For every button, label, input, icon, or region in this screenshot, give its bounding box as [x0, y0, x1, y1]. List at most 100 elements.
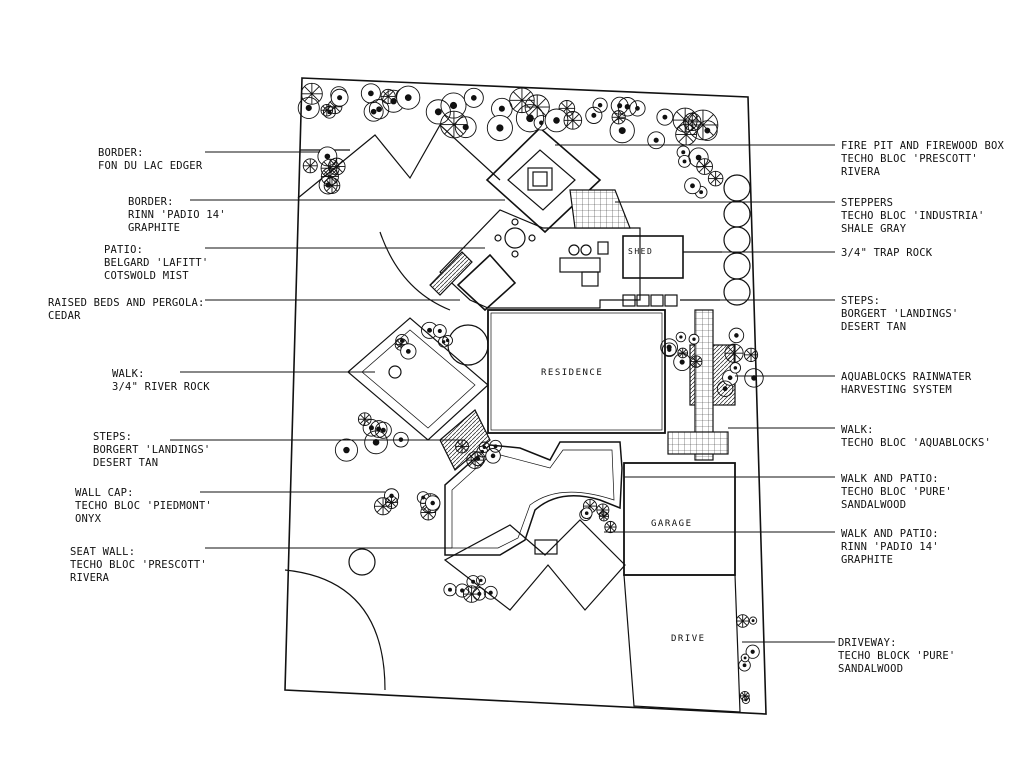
plant-branch — [692, 124, 704, 136]
trap-rock-stones — [723, 174, 751, 306]
plant-branch — [566, 102, 573, 109]
plant-branch — [331, 185, 338, 192]
plant-center — [427, 327, 432, 333]
callout-steppers: STEPPERS TECHO BLOC 'INDUSTRIA' SHALE GR… — [841, 197, 985, 235]
plant-branch — [322, 109, 328, 115]
callout-steps-left: STEPS: BORGERT 'LANDINGS' DESERT TAN — [93, 431, 211, 469]
callout-walk-aquablocks: WALK: TECHO BLOC 'AQUABLOCKS' — [841, 424, 991, 449]
callout-border-rinn: BORDER: RINN 'PADIO 14' GRAPHITE — [128, 196, 226, 234]
plant-branch — [376, 499, 384, 507]
plant-branch — [331, 179, 338, 186]
plant-symbol — [728, 327, 745, 344]
plant-center — [618, 127, 626, 135]
plant-symbol — [716, 380, 734, 397]
plant-branch — [750, 354, 757, 360]
plant-branch — [422, 506, 429, 513]
plant-branch — [304, 165, 311, 172]
plant-branch — [453, 114, 464, 125]
plant-branch — [613, 112, 620, 118]
plant-branch — [461, 446, 467, 452]
plant-center — [493, 444, 498, 449]
plant-symbol — [443, 583, 457, 597]
drive-label: DRIVE — [671, 634, 706, 644]
plant-branch — [465, 593, 472, 601]
plant-branch — [566, 120, 574, 127]
plant-branch — [329, 101, 336, 108]
plant-branch — [386, 497, 392, 503]
plant-center — [751, 619, 755, 623]
plant-branch — [682, 349, 687, 354]
plant-branch — [528, 106, 538, 116]
plant-branch — [329, 161, 337, 169]
plant-branch — [678, 126, 687, 135]
plant-center — [488, 590, 493, 595]
plant-branch — [691, 115, 699, 123]
plant-branch — [304, 160, 311, 167]
plant-symbol — [647, 131, 666, 150]
callout-walk-patio-pure: WALK AND PATIO: TECHO BLOC 'PURE' SANDAL… — [841, 473, 952, 511]
plant-symbol — [368, 99, 390, 120]
residence-footprint — [487, 309, 666, 434]
plant-branch — [326, 179, 333, 186]
plant-center — [441, 340, 446, 344]
plant-symbol — [662, 342, 677, 358]
patio-table — [504, 227, 526, 249]
plant-symbol — [364, 430, 388, 455]
plant-center — [475, 456, 481, 461]
plant-symbol — [744, 368, 764, 388]
callout-driveway: DRIVEWAY: TECHO BLOCK 'PURE' SANDALWOOD — [838, 637, 956, 675]
plant-branch — [387, 96, 394, 102]
plant-branch — [695, 361, 701, 366]
plant-branch — [704, 166, 711, 173]
plant-center — [470, 95, 477, 101]
plant-branch — [427, 512, 434, 519]
callout-fire-pit: FIRE PIT AND FIREWOOD BOX TECHO BLOC 'PR… — [841, 140, 1005, 178]
plant-symbol — [515, 104, 545, 133]
plant-branch — [560, 102, 568, 109]
plant-symbol — [629, 100, 646, 117]
plant-branch — [326, 185, 333, 192]
plant-branch — [733, 352, 741, 360]
plant-branch — [457, 441, 463, 447]
plant-center — [490, 453, 496, 459]
plant-center — [376, 106, 382, 113]
plant-center — [434, 108, 442, 116]
pergola — [456, 253, 517, 312]
plant-branch — [330, 160, 338, 167]
plant-branch — [566, 108, 573, 115]
plant-branch — [311, 86, 320, 95]
shed-label: SHED — [628, 247, 654, 256]
plant-branch — [691, 357, 697, 362]
plant-branch — [304, 86, 313, 95]
plant-center — [727, 375, 733, 381]
plant-center — [343, 446, 350, 454]
plant-symbol — [748, 616, 758, 625]
plant-center — [624, 103, 631, 110]
plant-symbol — [360, 83, 381, 104]
plant-branch — [382, 499, 390, 507]
plant-branch — [468, 453, 476, 461]
plant-center — [679, 335, 683, 339]
plant-center — [337, 95, 343, 101]
plant-branch — [698, 166, 705, 173]
callout-raised-beds: RAISED BEDS AND PERGOLA: CEDAR — [48, 297, 205, 322]
plant-branch — [746, 354, 752, 360]
plant-center — [404, 94, 412, 101]
plant-symbol — [455, 583, 470, 598]
plant-branch — [444, 114, 455, 125]
plant-branch — [334, 106, 341, 113]
plant-symbol — [470, 451, 486, 467]
plant-symbol — [673, 353, 692, 371]
plant-center — [305, 104, 312, 112]
plant-branch — [457, 446, 463, 452]
plant-branch — [309, 160, 316, 167]
plant-branch — [585, 501, 591, 507]
plant-branch — [461, 441, 467, 447]
plant-branch — [589, 505, 596, 512]
plant-center — [662, 114, 668, 120]
plant-center — [681, 150, 686, 155]
plant-branch — [602, 509, 608, 515]
plant-branch — [391, 502, 397, 508]
plant-branch — [737, 620, 743, 626]
